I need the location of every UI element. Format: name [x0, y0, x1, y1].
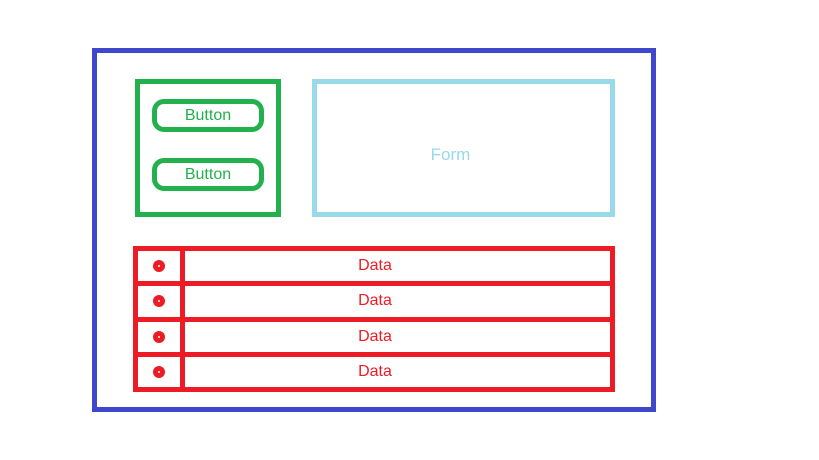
- row-data-label: Data: [358, 327, 392, 345]
- radio-circle-icon[interactable]: [153, 260, 165, 273]
- table-row[interactable]: Data: [138, 281, 610, 317]
- radio-circle-icon[interactable]: [153, 365, 165, 378]
- row-data-label: Data: [358, 362, 392, 380]
- button-2[interactable]: Button: [152, 158, 264, 191]
- table-row[interactable]: Data: [138, 251, 610, 282]
- radio-circle-icon[interactable]: [153, 330, 165, 343]
- row-icon-cell[interactable]: [138, 356, 185, 387]
- radio-circle-icon[interactable]: [153, 295, 165, 308]
- form-area[interactable]: Form: [312, 79, 615, 217]
- row-data-cell: Data: [185, 357, 610, 387]
- row-data-cell: Data: [185, 322, 610, 352]
- data-table: Data Data Data Data: [133, 246, 615, 392]
- form-label: Form: [430, 145, 471, 164]
- button-panel: Button Button: [135, 79, 281, 217]
- row-data-cell: Data: [185, 251, 610, 281]
- row-data-label: Data: [358, 257, 392, 275]
- row-data-label: Data: [358, 292, 392, 310]
- row-icon-cell[interactable]: [138, 251, 185, 282]
- window-frame: [92, 48, 656, 412]
- row-icon-cell[interactable]: [138, 321, 185, 352]
- row-data-cell: Data: [185, 286, 610, 316]
- table-row[interactable]: Data: [138, 316, 610, 352]
- button-1[interactable]: Button: [152, 99, 264, 132]
- table-row[interactable]: Data: [138, 351, 610, 387]
- row-icon-cell[interactable]: [138, 286, 185, 317]
